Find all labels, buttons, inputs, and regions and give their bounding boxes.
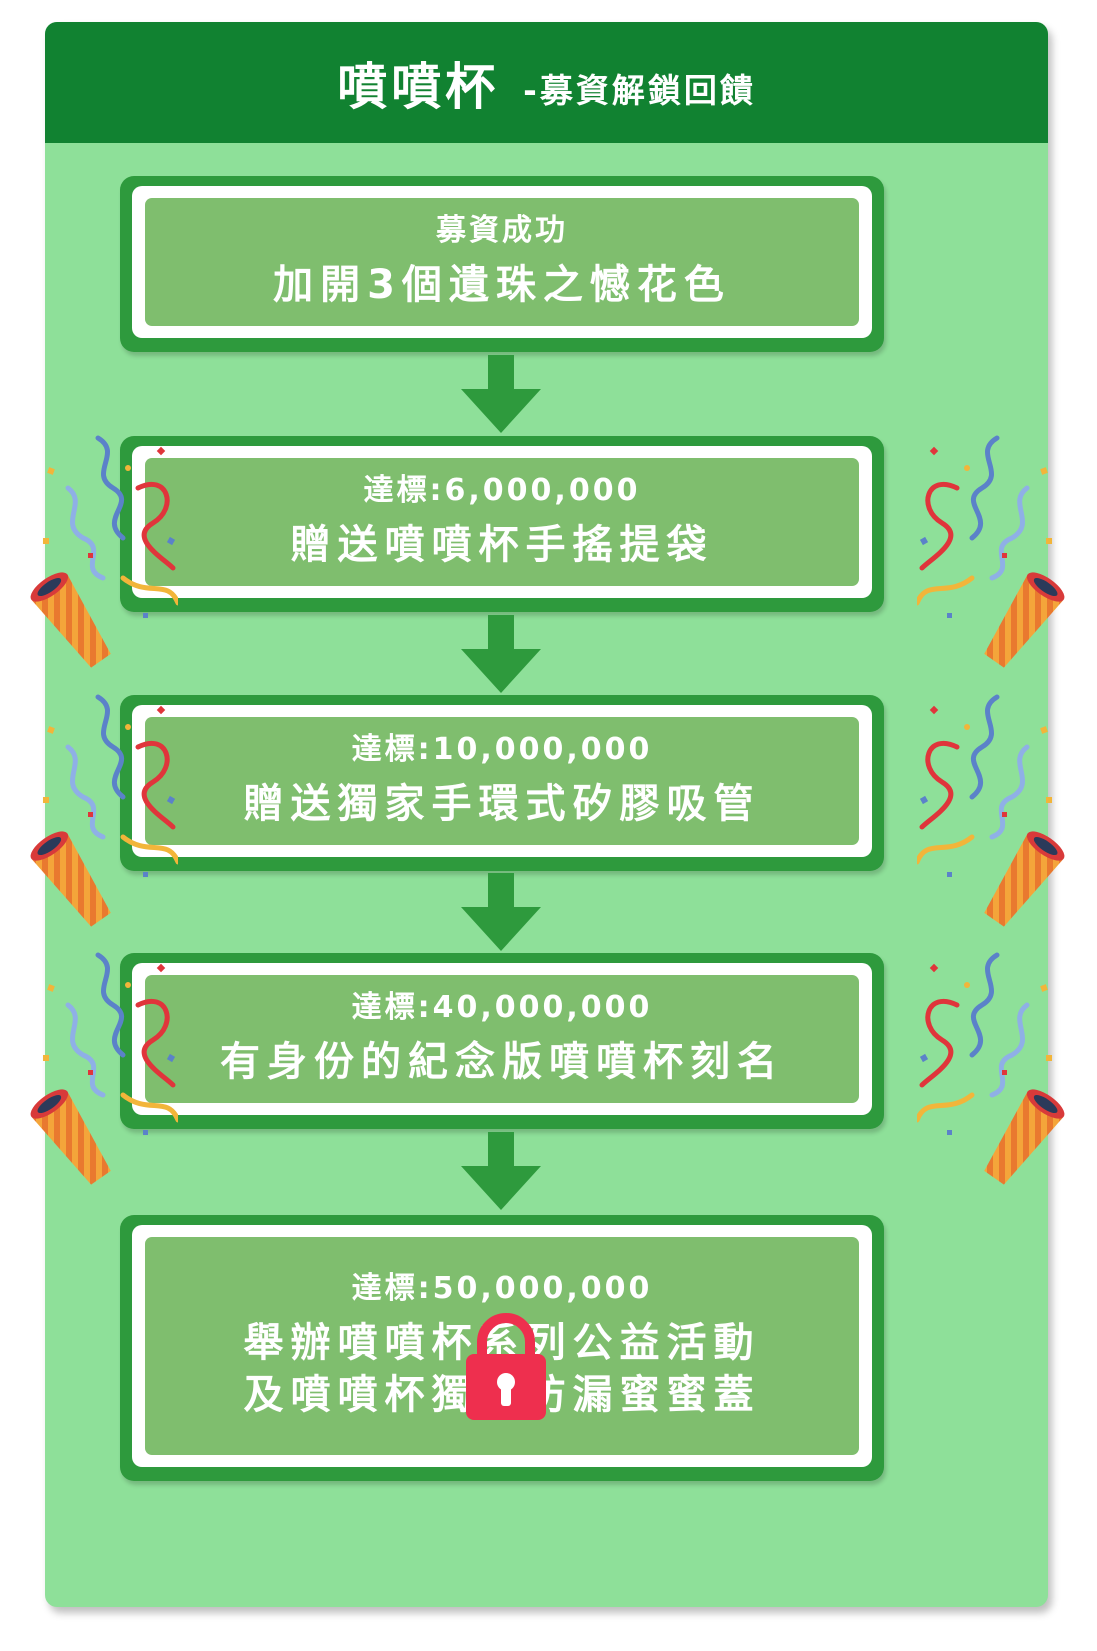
padlock-icon [466, 1313, 546, 1420]
page-subtitle: -募資解鎖回饋 [523, 70, 756, 110]
stage-4-panel: 達標:40,000,000 有身份的紀念版噴噴杯刻名 [145, 975, 859, 1103]
party-popper-icon [917, 945, 1067, 1185]
stage-1-panel: 募資成功 加開3個遺珠之憾花色 [145, 198, 859, 326]
party-popper-icon [917, 428, 1067, 668]
page-title: 噴噴杯 [337, 57, 500, 116]
party-popper-icon [28, 945, 178, 1185]
stage-reward: 加開3個遺珠之憾花色 [273, 262, 731, 308]
stage-label: 募資成功 [436, 213, 568, 248]
down-arrow-icon [461, 355, 541, 433]
down-arrow-icon [461, 873, 541, 951]
header-bar: 噴噴杯 -募資解鎖回饋 [45, 22, 1048, 143]
stage-3-panel: 達標:10,000,000 贈送獨家手環式矽膠吸管 [145, 717, 859, 845]
party-popper-icon [28, 687, 178, 927]
down-arrow-icon [461, 615, 541, 693]
stage-1: 募資成功 加開3個遺珠之憾花色 [120, 176, 884, 352]
stage-2-panel: 達標:6,000,000 贈送噴噴杯手搖提袋 [145, 458, 859, 586]
stage-3: 達標:10,000,000 贈送獨家手環式矽膠吸管 [120, 695, 884, 871]
down-arrow-icon [461, 1132, 541, 1210]
party-popper-icon [917, 687, 1067, 927]
stage-label: 達標:40,000,000 [351, 990, 653, 1025]
stage-label: 達標:50,000,000 [351, 1271, 653, 1306]
stage-4: 達標:40,000,000 有身份的紀念版噴噴杯刻名 [120, 953, 884, 1129]
party-popper-icon [28, 428, 178, 668]
stage-label: 達標:10,000,000 [351, 732, 653, 767]
stage-2: 達標:6,000,000 贈送噴噴杯手搖提袋 [120, 436, 884, 612]
stage-reward: 贈送獨家手環式矽膠吸管 [243, 781, 761, 827]
stage-reward: 贈送噴噴杯手搖提袋 [290, 522, 714, 568]
stage-5: 達標:50,000,000 舉辦噴噴杯系列公益活動 及噴噴杯獨家防漏蜜蜜蓋 [120, 1215, 884, 1481]
stage-reward: 有身份的紀念版噴噴杯刻名 [220, 1039, 784, 1085]
stage-label: 達標:6,000,000 [363, 473, 641, 508]
